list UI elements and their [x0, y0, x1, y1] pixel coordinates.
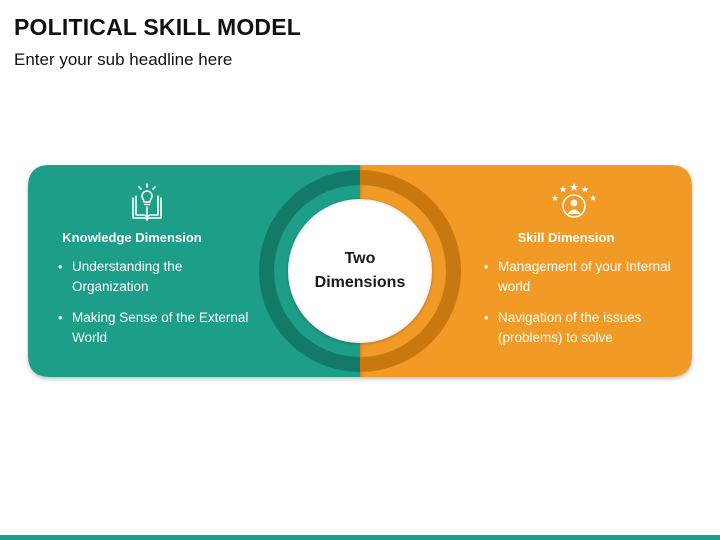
book-lightbulb-icon	[132, 183, 162, 221]
ring-left-half	[259, 170, 360, 372]
footer-bar	[0, 535, 720, 540]
person-stars-icon	[551, 183, 597, 218]
page-subtitle: Enter your sub headline here	[14, 50, 233, 69]
center-label-line2: Dimensions	[314, 274, 406, 291]
knowledge-bullets: •Understanding the Organization •Making …	[56, 257, 256, 348]
page-title: POLITICAL SKILL MODEL	[14, 14, 302, 40]
knowledge-panel: Knowledge Dimension •Understanding the O…	[56, 182, 256, 359]
center-label: Two Dimensions	[290, 247, 430, 295]
list-item: •Understanding the Organization	[58, 259, 183, 294]
list-item: •Making Sense of the External World	[58, 310, 249, 345]
ring-right-half	[360, 170, 461, 372]
list-item: •Management of your Internal world	[484, 259, 671, 294]
center-label-line1: Two	[344, 250, 376, 267]
knowledge-title: Knowledge Dimension	[62, 230, 202, 245]
skill-panel: Skill Dimension •Management of your Inte…	[482, 182, 682, 359]
skill-title: Skill Dimension	[517, 230, 615, 245]
skill-bullets: •Management of your Internal world •Navi…	[482, 257, 682, 348]
list-item: •Navigation of the issues (problems) to …	[484, 310, 642, 345]
